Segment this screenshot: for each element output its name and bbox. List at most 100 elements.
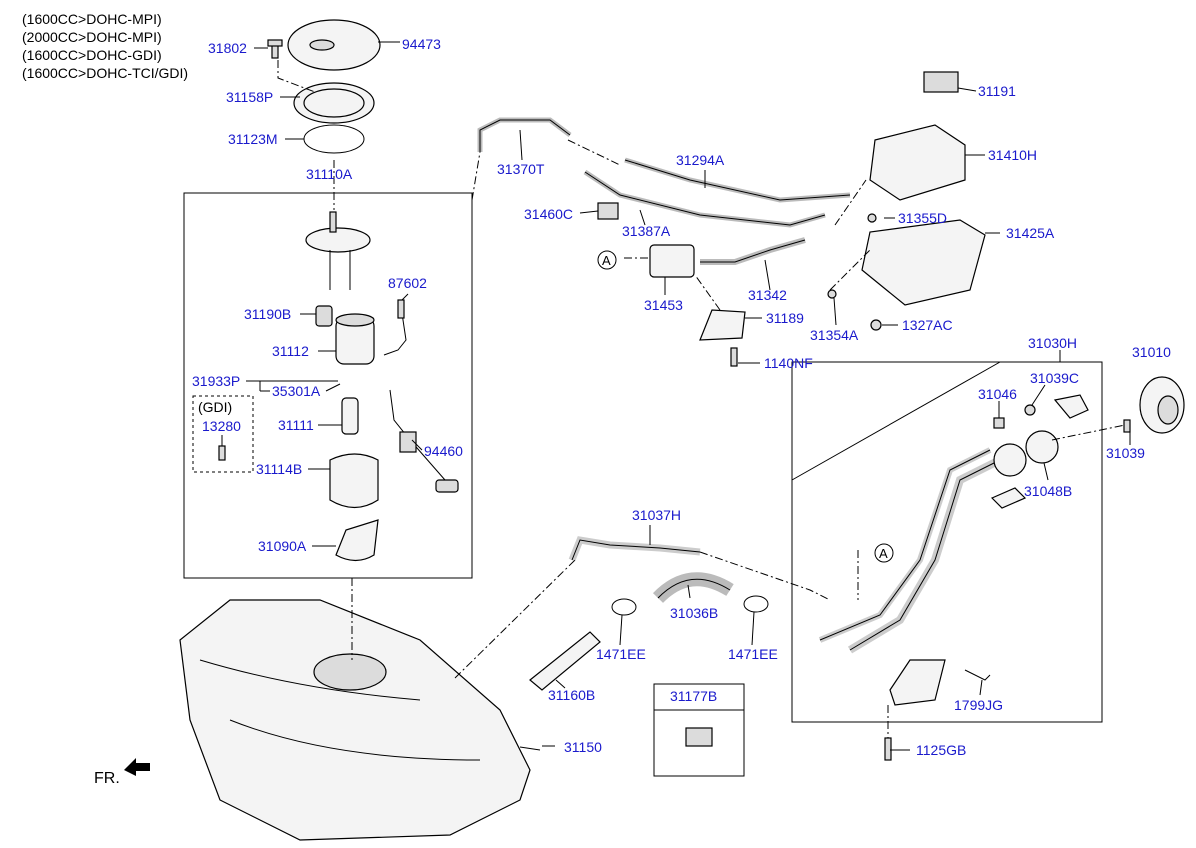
part-label-31802[interactable]: 31802 xyxy=(208,40,247,56)
part-label-31342[interactable]: 31342 xyxy=(748,287,787,303)
part-label-31039[interactable]: 31039 xyxy=(1106,445,1145,461)
front-label: FR. xyxy=(94,770,120,787)
part-label-31160b[interactable]: 31160B xyxy=(548,687,595,703)
part-label-1799jg[interactable]: 1799JG xyxy=(954,697,1003,713)
part-label-31114b[interactable]: 31114B xyxy=(256,461,302,477)
part-label-1327ac[interactable]: 1327AC xyxy=(902,317,953,333)
gasket-31048b xyxy=(1025,430,1059,464)
part-label-1125gb[interactable]: 1125GB xyxy=(916,742,966,758)
part-label-31177b[interactable]: 31177B xyxy=(670,688,717,704)
engine-note-1: (1600CC>DOHC-MPI) xyxy=(22,11,162,27)
ref-marker-a-right-label: A xyxy=(879,546,888,561)
nut-1327ac xyxy=(870,319,882,331)
part-label-31010[interactable]: 31010 xyxy=(1132,344,1171,360)
filler-pipe-31160b xyxy=(529,631,601,691)
part-label-31453[interactable]: 31453 xyxy=(644,297,683,313)
pump-flange-31110a xyxy=(305,211,371,290)
filler-box-skew-line xyxy=(791,361,1001,481)
vapor-tube-31387a xyxy=(583,169,826,228)
part-label-31037h[interactable]: 31037H xyxy=(632,507,681,523)
gdi-group-box xyxy=(192,395,254,473)
ref-marker-a-right: A xyxy=(874,543,894,563)
bolt-13280 xyxy=(218,445,226,461)
filler-cap-31010 xyxy=(1139,376,1185,434)
grommet-31354a xyxy=(827,289,837,299)
clamp-1471ee-left xyxy=(611,598,637,616)
filler-neck-group-box xyxy=(791,361,1103,723)
vent-hose-31037h xyxy=(568,536,701,562)
bracket-31039c xyxy=(1053,394,1089,419)
part-label-31039c[interactable]: 31039C xyxy=(1030,370,1079,386)
clip-31460c xyxy=(597,202,619,220)
part-label-31294a[interactable]: 31294A xyxy=(676,152,725,168)
part-label-87602[interactable]: 87602 xyxy=(388,275,427,291)
part-label-31036b[interactable]: 31036B xyxy=(670,605,718,621)
part-label-31110a[interactable]: 31110A xyxy=(306,166,353,182)
engine-variant-notes: (1600CC>DOHC-MPI) (2000CC>DOHC-MPI) (160… xyxy=(22,11,188,81)
filler-bracket-lower xyxy=(889,659,946,706)
part-label-31425a[interactable]: 31425A xyxy=(1006,225,1055,241)
canister-bracket-31425a xyxy=(861,219,986,306)
regulator-31190b xyxy=(315,305,333,327)
engine-note-2: (2000CC>DOHC-MPI) xyxy=(22,29,162,45)
front-indicator: FR. xyxy=(94,758,150,787)
part-label-1140nf[interactable]: 1140NF xyxy=(764,355,813,371)
part-label-94473[interactable]: 94473 xyxy=(402,36,441,52)
engine-note-4: (1600CC>DOHC-TCI/GDI) xyxy=(22,65,188,81)
part-label-31354a[interactable]: 31354A xyxy=(810,327,859,343)
part-label-31111[interactable]: 31111 xyxy=(278,417,314,433)
part-label-13280[interactable]: 13280 xyxy=(202,418,241,434)
part-label-31410h[interactable]: 31410H xyxy=(988,147,1037,163)
part-label-1471ee-left[interactable]: 1471EE xyxy=(596,646,646,662)
gdi-label: (GDI) xyxy=(198,399,232,415)
bolt-31802 xyxy=(267,39,283,59)
part-label-31150[interactable]: 31150 xyxy=(564,739,602,755)
retainer-ring-inner xyxy=(303,88,365,118)
reference-lines xyxy=(277,60,1126,738)
part-label-31090a[interactable]: 31090A xyxy=(258,538,307,554)
filler-hose-31036b xyxy=(652,572,734,604)
part-label-35301a[interactable]: 35301A xyxy=(272,383,321,399)
part-label-94460[interactable]: 94460 xyxy=(424,443,463,459)
part-label-31030h[interactable]: 31030H xyxy=(1028,335,1077,351)
clamp-1471ee-right xyxy=(743,595,769,613)
part-label-31387a[interactable]: 31387A xyxy=(622,223,671,239)
screw-31039 xyxy=(1123,419,1131,433)
filler-neck-31030h xyxy=(818,443,1027,654)
part-label-31046[interactable]: 31046 xyxy=(978,386,1017,402)
filler-bracket-small xyxy=(990,487,1027,509)
part-31177b-box xyxy=(653,683,745,777)
reservoir-31114b xyxy=(329,453,379,509)
part-label-31370t[interactable]: 31370T xyxy=(497,161,545,177)
front-arrow-icon xyxy=(124,758,150,776)
washer-31355d xyxy=(867,213,877,223)
part-label-31158p[interactable]: 31158P xyxy=(226,89,273,105)
part-label-31933p[interactable]: 31933P xyxy=(192,373,240,389)
part-label-31460c[interactable]: 31460C xyxy=(524,206,573,222)
part-label-31190b[interactable]: 31190B xyxy=(244,306,291,322)
clip-1799jg xyxy=(964,669,991,681)
part-label-31191[interactable]: 31191 xyxy=(978,83,1016,99)
hose-31342 xyxy=(700,237,806,265)
ref-marker-a-left: A xyxy=(597,250,617,270)
part-label-31189[interactable]: 31189 xyxy=(766,310,804,326)
fuel-filter-31112 xyxy=(335,313,375,365)
valve-31453 xyxy=(649,244,695,278)
filter-31191 xyxy=(923,71,959,93)
nut-31039c xyxy=(1024,404,1036,416)
part-label-31123m[interactable]: 31123M xyxy=(228,131,278,147)
engine-note-3: (1600CC>DOHC-GDI) xyxy=(22,47,162,63)
fuel-gauge-sender-94460 xyxy=(389,389,459,493)
fuel-pump-31111 xyxy=(341,397,359,435)
part-label-31355d[interactable]: 31355D xyxy=(898,210,947,226)
bracket-31189 xyxy=(699,309,746,341)
gasket-31123m xyxy=(303,124,365,154)
ref-marker-a-left-label: A xyxy=(602,253,611,268)
part-label-31112[interactable]: 31112 xyxy=(272,343,309,359)
part-label-1471ee-right[interactable]: 1471EE xyxy=(728,646,778,662)
strainer-31090a xyxy=(335,519,379,562)
part-label-31048b[interactable]: 31048B xyxy=(1024,483,1072,499)
vapor-tube-31294a xyxy=(624,157,851,203)
bolt-1140nf xyxy=(730,347,738,367)
